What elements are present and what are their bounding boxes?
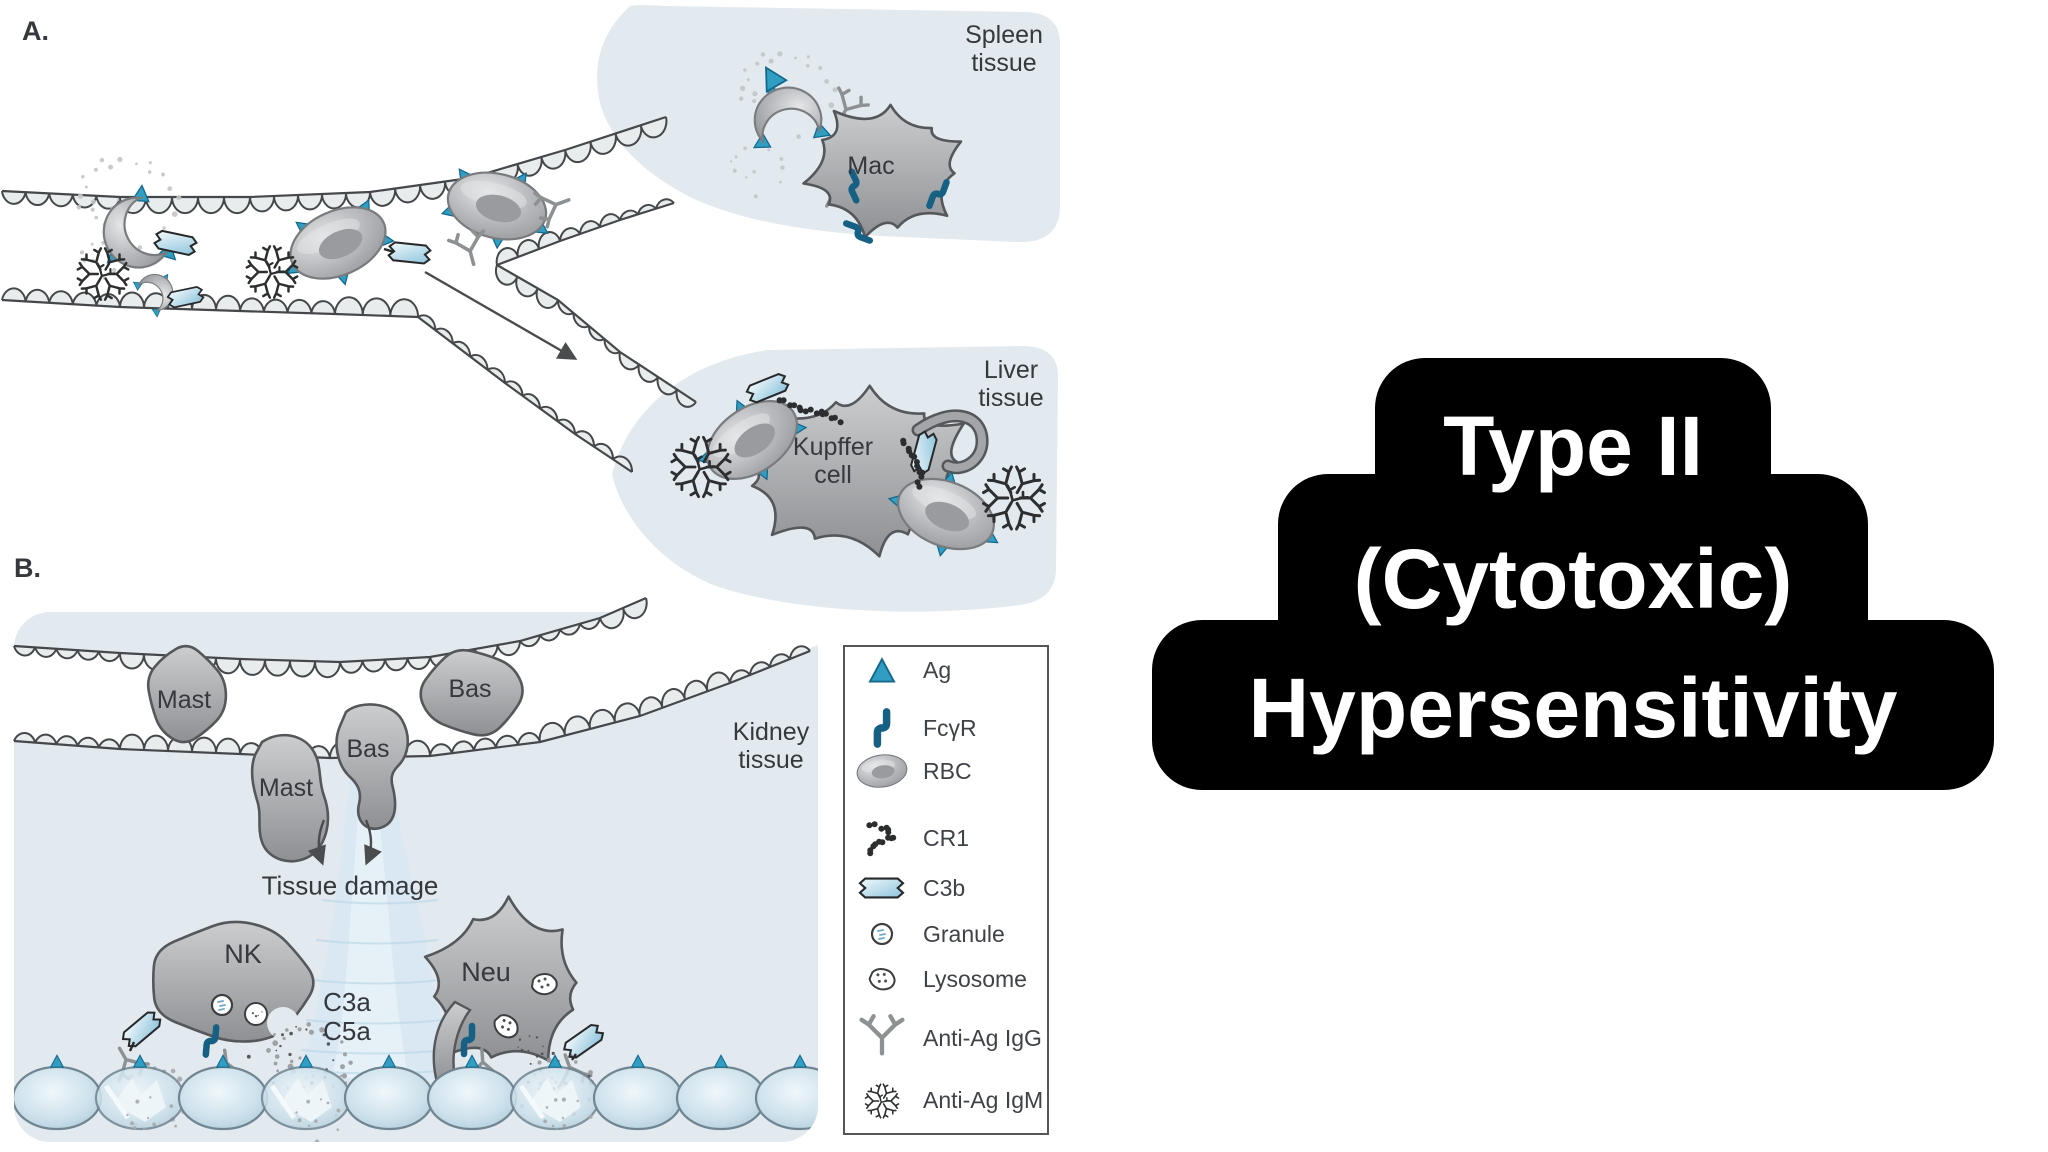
legend-label: Ag — [923, 656, 952, 683]
legend-label: Anti-Ag IgM — [923, 1086, 1044, 1113]
legend-row-lysosome: Lysosome — [855, 957, 1027, 1001]
fcgr-icon — [873, 708, 891, 748]
legend-row-anti-ag-igg: Anti-Ag IgG — [855, 1014, 1042, 1060]
rbc — [286, 198, 395, 286]
bas-transmigrating-cell — [335, 703, 410, 831]
anti-ag-igg-icon — [859, 1014, 905, 1056]
rbc — [887, 471, 999, 557]
legend-row-granule: Granule — [855, 912, 1005, 956]
legend-row-ag: Ag — [855, 648, 951, 692]
mast-vessel-cell — [146, 644, 228, 744]
lysosome-icon — [868, 968, 896, 991]
bas-vessel-cell — [419, 648, 524, 737]
title-line-3: Hypersensitivity — [1248, 661, 1898, 755]
legend-label: Lysosome — [923, 965, 1027, 992]
legend-label: CR1 — [923, 824, 970, 851]
legend-row-anti-ag-igm: Anti-Ag IgM — [855, 1078, 1043, 1122]
legend-row-c3b: C3b — [855, 866, 965, 910]
damage-arrow-left — [307, 819, 326, 866]
legend-box: Ag FcγR RBC CR1 C3b Granule Lysosome Ant… — [843, 645, 1049, 1135]
legend-label: Granule — [923, 920, 1005, 947]
rbc — [856, 754, 908, 788]
title-bg-bottom — [1152, 620, 1994, 790]
legend-label: C3b — [923, 874, 966, 901]
panel-b — [13, 596, 818, 1142]
rbc-icon — [856, 754, 908, 788]
legend-row-fcgr: FcγR — [855, 706, 977, 750]
granule-icon — [870, 922, 894, 946]
cr1-icon — [866, 821, 897, 857]
panel-a — [1, 5, 1060, 612]
immunology-diagram-canvas — [1, 5, 1060, 1142]
ag-icon — [868, 657, 896, 683]
title-block: Type II (Cytotoxic) Hypersensitivity — [1152, 358, 1994, 790]
c3b-icon — [858, 877, 905, 899]
rbc — [696, 399, 808, 481]
legend-label: RBC — [923, 757, 972, 784]
flow-arrow — [424, 270, 578, 360]
damage-arrow-right — [364, 819, 382, 866]
rbc — [440, 168, 549, 250]
legend-label: FcγR — [923, 714, 977, 741]
legend-row-rbc: RBC — [855, 749, 972, 793]
legend-row-cr1: CR1 — [855, 816, 969, 860]
title-line-2: (Cytotoxic) — [1353, 532, 1793, 626]
mac-cell — [802, 103, 963, 239]
title-line-1: Type II — [1443, 399, 1703, 493]
legend-label: Anti-Ag IgG — [923, 1024, 1042, 1051]
kidney-cell-row — [14, 1054, 818, 1142]
anti-ag-igm-icon — [864, 1083, 900, 1119]
